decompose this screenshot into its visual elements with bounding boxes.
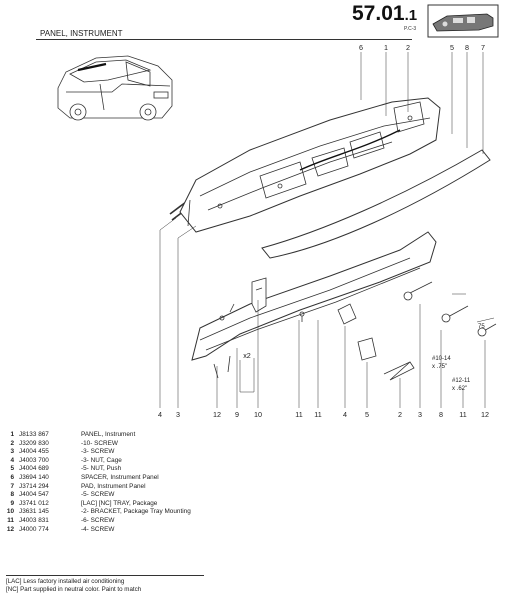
callout-3-bottom-b: 3 [418, 410, 422, 419]
callout-8-bottom: 8 [439, 410, 443, 419]
callout-3-bottom: 3 [176, 410, 180, 419]
callout-2-bottom: 2 [398, 410, 402, 419]
header-divider [36, 39, 412, 40]
callout-6-top: 6 [359, 43, 363, 52]
callout-5-bottom: 5 [365, 410, 369, 419]
dimension-10-14: #10-14 [432, 356, 451, 362]
callout-10-bottom: 10 [254, 410, 262, 419]
callout-7-top: 7 [481, 43, 485, 52]
fasteners [219, 281, 497, 381]
dimension-12-11: #12-11 [452, 378, 471, 384]
dashboard-thumbnail-icon [427, 4, 499, 38]
callout-4-bottom: 4 [158, 410, 162, 419]
footnote-nc: [NC] Part supplied in neutral color. Pai… [6, 586, 142, 593]
callout-8-top: 8 [465, 43, 469, 52]
leader-lines [159, 52, 495, 408]
callout-11-bottom-a: 11 [295, 410, 302, 419]
pad-part-7 [261, 149, 491, 259]
footnote-lac: [LAC] Less factory installed air conditi… [6, 578, 125, 585]
callout-2-top: 2 [406, 43, 410, 52]
instrument-panel-part-1 [179, 97, 441, 233]
dimension-75-inch: x .75" [432, 364, 447, 370]
callout-12-bottom: 12 [213, 410, 221, 419]
package-tray-part-9 [191, 231, 437, 379]
exploded-parts-diagram: 6 1 2 5 8 7 4 3 12 9 10 11 11 4 5 2 3 8 … [57, 43, 497, 419]
callout-12-bottom-b: 12 [481, 410, 489, 419]
footnotes: [LAC] Less factory installed air conditi… [6, 578, 141, 594]
page-title: PANEL, INSTRUMENT [40, 29, 123, 38]
footnote-divider [6, 575, 204, 576]
callout-11-bottom-c: 11 [459, 410, 466, 419]
callout-11-bottom-b: 11 [314, 410, 321, 419]
bracket-part-10 [251, 277, 267, 313]
quantity-label: x2 [243, 351, 251, 360]
page-code: P.C-3 [404, 26, 417, 32]
callout-1-top: 1 [384, 43, 388, 52]
dimension-75-top: 75 [478, 324, 485, 330]
section-suffix: .1 [404, 7, 418, 24]
section-number: 57.01.1 [352, 2, 418, 25]
callout-5-top: 5 [450, 43, 454, 52]
dimension-62-inch: x .62" [452, 386, 467, 392]
callout-4-bottom-b: 4 [343, 410, 347, 419]
callout-9-bottom: 9 [235, 410, 239, 419]
car-inset-illustration [57, 55, 173, 121]
